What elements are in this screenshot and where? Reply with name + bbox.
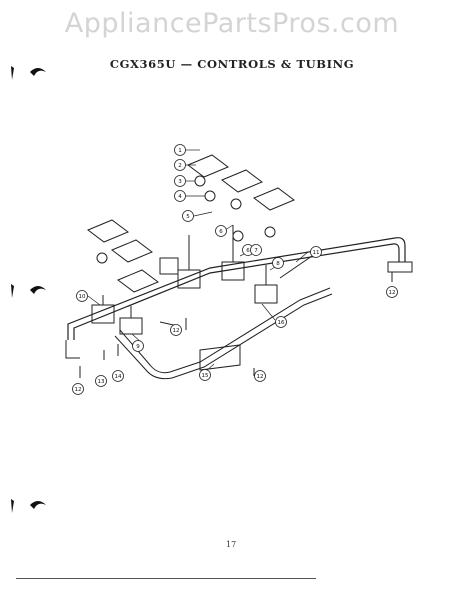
callout-label: 12 (75, 387, 82, 393)
callout-label: 4 (178, 194, 182, 200)
binder-mark-bottom (11, 499, 46, 513)
callout-15: 15 (199, 369, 211, 381)
callout-label: 15 (202, 373, 209, 379)
callout-label: 5 (186, 214, 190, 220)
callout-7: 7 (250, 244, 262, 256)
callout-label: 6 (219, 229, 223, 235)
callout-label: 2 (178, 163, 182, 169)
callout-8: 8 (272, 257, 284, 269)
callout-label: 9 (136, 344, 140, 350)
orifice-rings (96, 175, 276, 264)
callout-13: 13 (95, 375, 107, 387)
callout-16: 16 (275, 316, 287, 328)
watermark: AppliancePartsPros.com (64, 8, 400, 39)
binder-mark-top (11, 66, 46, 80)
callout-14: 14 (112, 370, 124, 382)
manifold-tube (67, 237, 406, 340)
lower-tube (114, 287, 333, 380)
callout-11: 11 (310, 246, 322, 258)
callout-5: 5 (182, 210, 194, 222)
callout-9: 9 (132, 340, 144, 352)
screws (79, 255, 393, 378)
callout-4: 4 (174, 190, 186, 202)
callout-label: 14 (115, 374, 122, 380)
callout-label: 16 (278, 320, 285, 326)
valve-stems (102, 225, 267, 318)
callout-3: 3 (174, 175, 186, 187)
callout-6: 6 (215, 225, 227, 237)
callout-12: 12 (386, 286, 398, 298)
brackets (65, 261, 413, 371)
callout-10: 10 (76, 290, 88, 302)
callout-label: 8 (276, 261, 280, 267)
callout-12: 12 (72, 383, 84, 395)
callout-12: 12 (254, 370, 266, 382)
valve-bodies (91, 257, 278, 335)
page-number: 17 (226, 540, 237, 549)
callout-12: 12 (170, 324, 182, 336)
callout-label: 13 (98, 379, 105, 385)
burner-plates (87, 154, 295, 293)
callout-label: 7 (254, 248, 258, 254)
callout-label: 6 (246, 248, 250, 254)
callout-label: 12 (389, 290, 396, 296)
callout-label: 12 (257, 374, 264, 380)
callout-label: 11 (313, 250, 320, 256)
callout-label: 3 (178, 179, 182, 185)
bottom-rule (16, 578, 316, 580)
callout-label: 1 (178, 148, 182, 154)
page-title: CGX365U — CONTROLS & TUBING (109, 57, 355, 71)
callout-label: 10 (79, 294, 86, 300)
callout-1: 1 (174, 144, 186, 156)
callout-label: 12 (173, 328, 180, 334)
callout-2: 2 (174, 159, 186, 171)
binder-mark-middle (11, 284, 46, 298)
